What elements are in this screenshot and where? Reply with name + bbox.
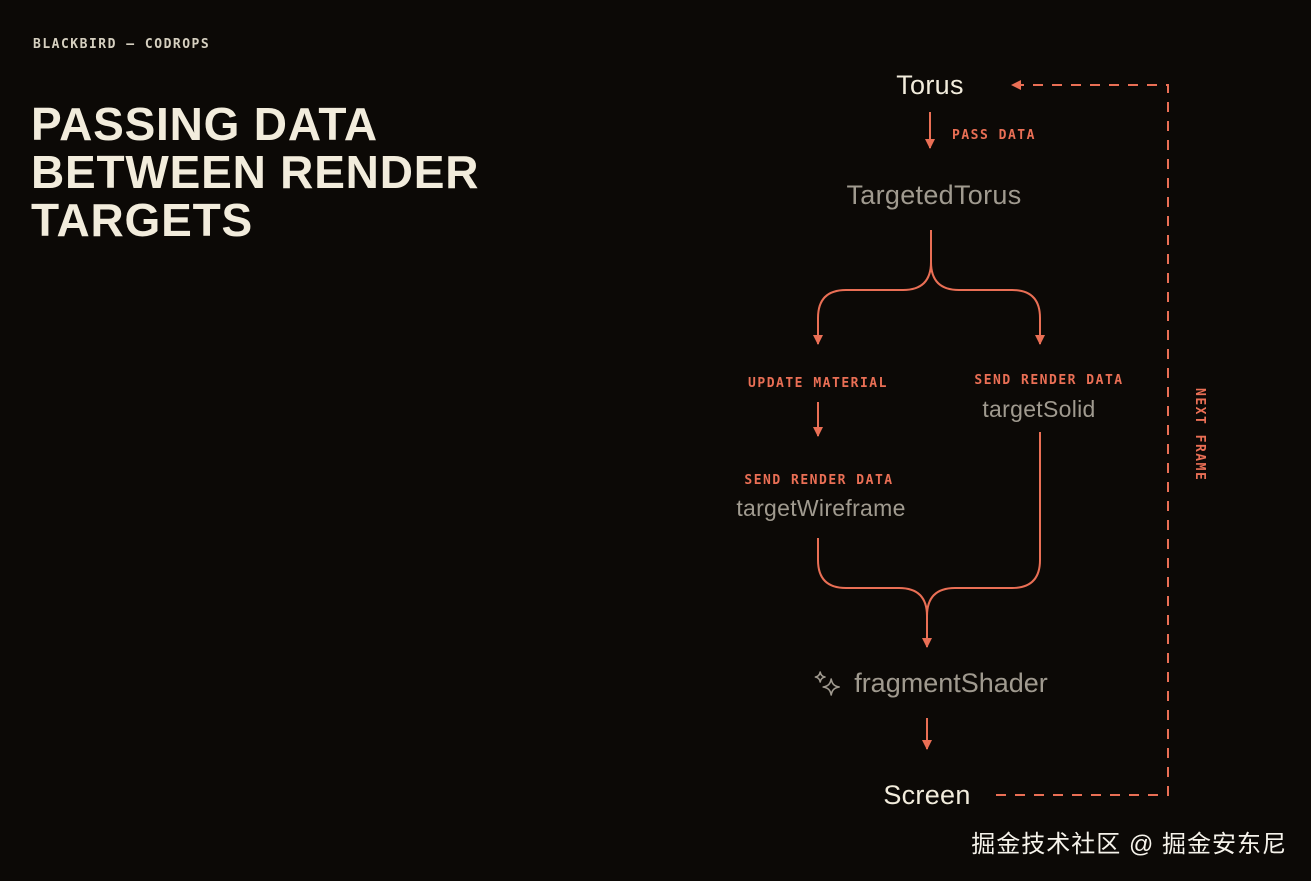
- title-line-2: BETWEEN RENDER: [31, 146, 480, 198]
- page-title: PASSING DATA BETWEEN RENDER TARGETS: [31, 100, 479, 244]
- label-send-render-data-left: SEND RENDER DATA: [744, 473, 894, 488]
- label-pass-data: PASS DATA: [952, 128, 1036, 143]
- node-torus: Torus: [896, 70, 964, 100]
- title-line-3: TARGETS: [31, 194, 253, 246]
- node-targeted-torus: TargetedTorus: [846, 180, 1022, 210]
- merge-right: [926, 432, 1041, 630]
- merge-left-arrow: [817, 538, 932, 648]
- node-screen: Screen: [883, 780, 971, 810]
- label-send-render-data-right: SEND RENDER DATA: [974, 373, 1124, 388]
- node-fragment-shader: fragmentShader: [812, 668, 1048, 699]
- brand-label: BLACKBIRD — CODROPS: [33, 37, 211, 52]
- node-target-solid: targetSolid: [982, 396, 1096, 422]
- title-line-1: PASSING DATA: [31, 98, 378, 150]
- branch-right: [930, 230, 1045, 345]
- watermark: 掘金技术社区 @ 掘金安东尼: [971, 831, 1287, 858]
- label-next-frame: NEXT FRAME: [1192, 388, 1207, 482]
- sparkle-icon: [814, 670, 840, 696]
- branch-left: [813, 230, 932, 345]
- label-update-material: UPDATE MATERIAL: [748, 376, 888, 391]
- fragment-shader-label: fragmentShader: [854, 668, 1048, 698]
- node-target-wireframe: targetWireframe: [736, 495, 906, 521]
